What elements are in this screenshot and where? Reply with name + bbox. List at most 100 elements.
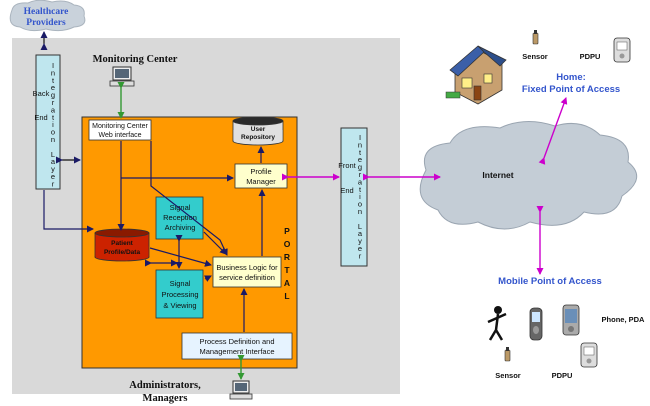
frontLetters-letter: o xyxy=(358,200,362,209)
pda-icon xyxy=(562,304,580,336)
frontLetters-letter: g xyxy=(358,163,362,172)
patient-profile-label-1: Patient xyxy=(111,240,134,247)
healthcare-providers-label-1: Healthcare xyxy=(24,7,69,17)
administrator-computer-icon xyxy=(229,380,253,400)
healthcare-providers-label-2: Providers xyxy=(26,18,66,28)
arrow-processing-business xyxy=(204,275,212,282)
home-access-label-1: Home: xyxy=(556,72,586,83)
user-repository-cylinder: User Repository xyxy=(232,116,284,146)
signal-reception-label-1: Signal xyxy=(170,203,191,212)
backLetters-letter: i xyxy=(52,120,54,129)
frontLetters-letter: t xyxy=(359,185,362,194)
monitoring-web-interface-box: Monitoring Center Web interface xyxy=(88,119,152,141)
frontLetters-letter: n xyxy=(358,207,362,216)
person-icon xyxy=(487,306,507,341)
mobile-sensor-icon xyxy=(504,347,511,362)
home-pdpu-icon xyxy=(613,37,631,63)
backLetters-letter: I xyxy=(52,61,54,70)
internet-label: Internet xyxy=(482,170,513,180)
home-sensor-icon xyxy=(532,30,539,45)
backLetters-letter: e xyxy=(51,172,55,181)
user-repository-label-2: Repository xyxy=(241,134,275,141)
signal-reception-box: Signal Reception Archiving xyxy=(155,196,204,240)
arrow-internet-home xyxy=(538,97,568,165)
backLetters-letter: r xyxy=(52,179,55,188)
frontLetters-letter: L xyxy=(358,222,362,231)
frontLetters-letter: y xyxy=(358,237,362,246)
business-logic-label-1: Business Logic for xyxy=(216,263,278,272)
backLetters-letter: t xyxy=(52,113,55,122)
portalLetters-letter: L xyxy=(284,291,289,301)
frontLetters-letter: e xyxy=(358,155,362,164)
business-logic-box: Business Logic for service definition xyxy=(212,256,282,288)
backLetters-letter: L xyxy=(51,150,55,159)
front-end-label-1: Front xyxy=(338,161,356,170)
mobile-access-label: Mobile Point of Access xyxy=(498,276,602,287)
frontLetters-letter: r xyxy=(359,170,362,179)
backLetters-letter: a xyxy=(51,105,56,114)
portalLetters-letter: T xyxy=(284,265,290,275)
healthcare-providers-cloud: Healthcare Providers xyxy=(9,0,86,32)
profile-manager-label-1: Profile xyxy=(250,167,271,176)
arrow-backend-patient xyxy=(43,190,94,233)
portalLetters-letter: A xyxy=(284,278,290,288)
backLetters-letter: y xyxy=(51,165,55,174)
backLetters-letter: e xyxy=(51,83,55,92)
mobile-pdpu-label: PDPU xyxy=(552,371,573,380)
frontLetters-letter: e xyxy=(358,244,362,253)
portalLetters-letter: O xyxy=(284,239,291,249)
frontLetters-letter: a xyxy=(358,229,363,238)
backLetters-letter: o xyxy=(51,128,55,137)
patient-profile-cylinder: Patient Profile/Data xyxy=(94,228,150,262)
profile-manager-box: Profile Manager xyxy=(234,163,288,189)
mobile-pdpu-icon xyxy=(580,342,598,368)
monitoring-web-interface-label-2: Web interface xyxy=(98,132,141,139)
mobile-phone-icon xyxy=(529,307,543,341)
monitoring-web-interface-label-1: Monitoring Center xyxy=(92,123,148,130)
backLetters-letter: g xyxy=(51,91,55,100)
process-definition-label-1: Process Definition and xyxy=(199,337,274,346)
administrators-label-2: Managers xyxy=(143,393,188,404)
home-sensor-label: Sensor xyxy=(522,52,548,61)
backLetters-letter: t xyxy=(52,76,55,85)
frontLetters-letter: a xyxy=(358,177,363,186)
phone-pda-label: Phone, PDA xyxy=(602,315,646,324)
process-definition-box: Process Definition and Management Interf… xyxy=(181,332,293,360)
back-end-label-2: End xyxy=(34,113,47,122)
house-icon xyxy=(445,45,507,105)
administrators-label-1: Administrators, xyxy=(129,380,201,391)
home-access-label-2: Fixed Point of Access xyxy=(522,84,620,95)
process-definition-label-2: Management Interface xyxy=(199,347,274,356)
signal-reception-label-2: Reception xyxy=(163,213,197,222)
user-repository-label-1: User xyxy=(251,126,266,133)
frontLetters-letter: I xyxy=(359,133,361,142)
home-pdpu-label: PDPU xyxy=(580,52,601,61)
business-logic-label-2: service definition xyxy=(219,273,275,282)
signal-processing-label-2: Processing xyxy=(161,290,198,299)
signal-processing-box: Signal Processing & Viewing xyxy=(155,269,204,319)
patient-profile-label-2: Profile/Data xyxy=(104,249,141,256)
signal-processing-label-1: Signal xyxy=(170,279,191,288)
internet-cloud: Internet xyxy=(419,121,638,230)
frontLetters-letter: t xyxy=(359,148,362,157)
portalLetters-letter: R xyxy=(284,252,290,262)
arrow-reception-business xyxy=(203,231,227,255)
backLetters-letter: n xyxy=(51,135,55,144)
portalLetters-letter: P xyxy=(284,226,290,236)
backLetters-letter: a xyxy=(51,157,56,166)
signal-reception-label-3: Archiving xyxy=(165,223,196,232)
arrow-patient-business xyxy=(149,247,212,267)
backLetters-letter: n xyxy=(51,68,55,77)
frontLetters-letter: n xyxy=(358,140,362,149)
signal-processing-label-3: & Viewing xyxy=(163,301,196,310)
frontLetters-letter: i xyxy=(359,192,361,201)
front-end-label-2: End xyxy=(340,186,353,195)
monitoring-computer-icon xyxy=(109,66,135,87)
back-end-label-1: Back xyxy=(33,89,50,98)
backLetters-letter: r xyxy=(52,98,55,107)
